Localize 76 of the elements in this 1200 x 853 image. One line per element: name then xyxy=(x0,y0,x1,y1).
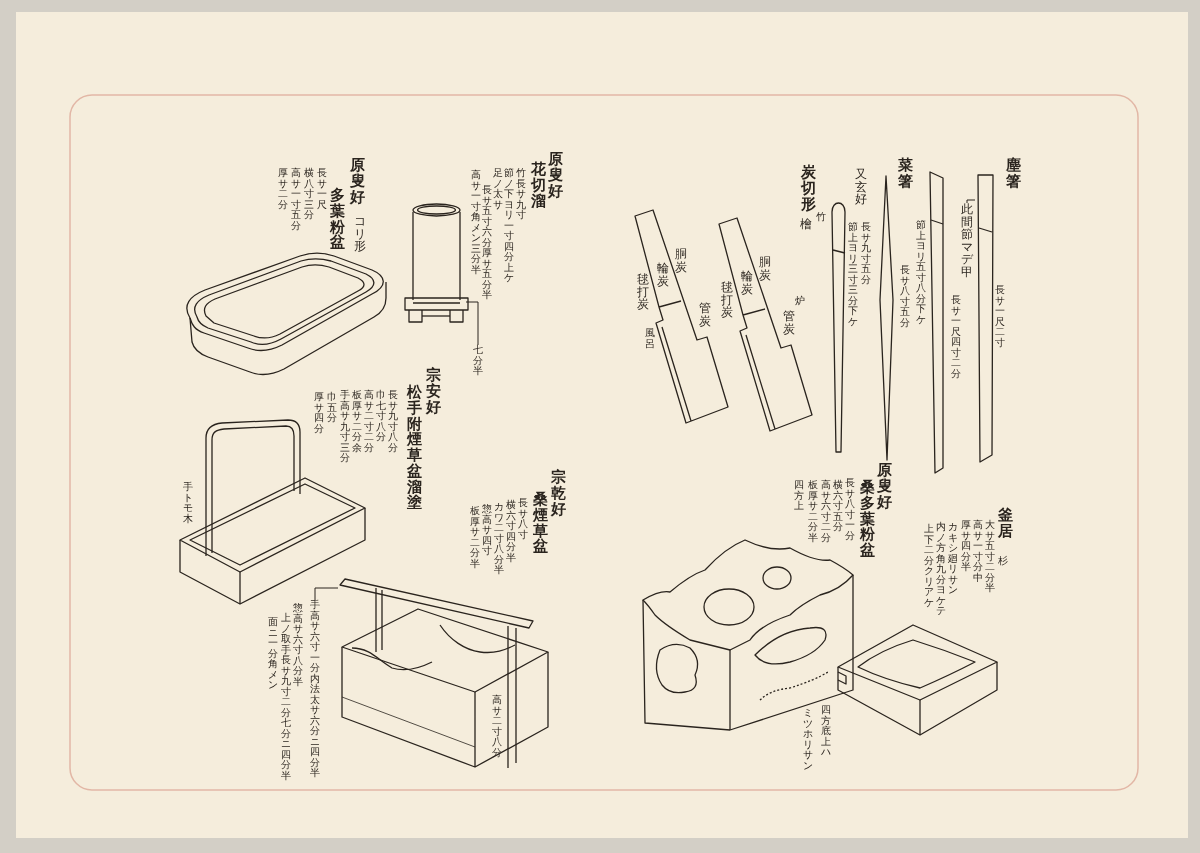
maker-name: 原叟好 xyxy=(876,463,892,511)
dimension-note: 厚サ四分半 xyxy=(961,520,971,573)
part-label: 輪炭 xyxy=(741,270,753,296)
dimension-note: 長サ九寸五分 xyxy=(861,222,871,285)
item-title: 花切溜 xyxy=(530,162,546,210)
dimension-note: 節上ヨリ五寸八分下ケ xyxy=(916,220,926,325)
dimension-note: 高サ六寸二分 xyxy=(821,480,831,543)
maker-name: 宗安好 xyxy=(425,368,441,416)
maker-name: 宗乾好 xyxy=(550,470,566,518)
dimension-note: 長サ一尺 xyxy=(317,168,327,210)
dimension-note: 面ニ一分角メン xyxy=(268,617,278,691)
maker-name: 原叟好 xyxy=(547,152,563,200)
item-title: 菜箸 xyxy=(897,158,913,190)
material-note: 杉 xyxy=(998,556,1008,567)
item-title: 釜居 xyxy=(997,508,1013,540)
construction-note: 四方底上ハ xyxy=(821,705,831,758)
dimension-note: カキシ廻リサン xyxy=(948,522,958,596)
dimension-note: 七分半 xyxy=(473,345,483,377)
material-note: 檜 xyxy=(800,218,812,231)
dimension-note: 高サ一寸分中 xyxy=(973,520,983,583)
leader-line xyxy=(465,301,479,346)
dimension-note: 内ノ方角九分ヨケテ xyxy=(936,522,946,617)
dimension-note: 惣高サ四寸 xyxy=(482,504,492,557)
dimension-note: 四方上 xyxy=(794,480,804,512)
dimension-note: 竹長サ九寸 xyxy=(516,168,526,221)
material-note: 竹 xyxy=(816,212,826,223)
maker-name: 又玄好 xyxy=(855,168,867,206)
part-label: 毬打炭 xyxy=(721,281,733,319)
dimension-note: 板厚サ二分半 xyxy=(808,480,818,543)
maker-name: 原叟好 xyxy=(349,158,365,206)
dimension-note: 手高サ九寸三分 xyxy=(340,390,350,464)
part-label: 輪炭 xyxy=(657,262,669,288)
part-label: 毬打炭 xyxy=(637,273,649,311)
part-label: 管炭 xyxy=(783,310,795,336)
item-title: 塵箸 xyxy=(1005,158,1021,190)
dimension-note: 節ノ下ヨリ一寸四分上ケ xyxy=(504,168,514,284)
dimension-note: 厚サ二分 xyxy=(278,168,288,210)
part-label: 管炭 xyxy=(699,302,711,328)
dimension-note: 厚サ四分 xyxy=(314,392,324,434)
part-label: 炉 xyxy=(795,296,805,307)
dimension-note: 板厚サ二分余 xyxy=(352,390,362,453)
dimension-note: 長サ八寸五分 xyxy=(900,265,910,328)
part-label: 風呂 xyxy=(645,328,655,349)
dimension-note: 高サ二寸二分 xyxy=(364,390,374,453)
dimension-note: 巾七寸八分 xyxy=(376,390,386,443)
item-title: 松手附煙草盆溜塗 xyxy=(406,385,422,511)
item-title: 炭切形 xyxy=(800,165,816,213)
dimension-note: 長サ八寸 xyxy=(518,498,528,540)
dimension-note: 横六寸五分 xyxy=(833,480,843,533)
dimension-note: 長サ五寸六分厚サ五分半 xyxy=(482,185,492,301)
dimension-note: 板厚サ二分半 xyxy=(470,506,480,569)
dimension-note: 横八寸三分 xyxy=(304,168,314,221)
shape-note: コリ形 xyxy=(354,215,366,253)
material-note: 手トモ木 xyxy=(183,482,193,524)
dimension-note: 長サ九寸八分 xyxy=(388,390,398,453)
dimension-note: 高サ一寸角メン三分半 xyxy=(471,170,481,275)
part-label: 胴炭 xyxy=(675,248,687,274)
dimension-note: 足ノ太サ xyxy=(493,168,503,210)
dimension-note: 高サ二寸八分 xyxy=(492,695,502,758)
part-label: 胴炭 xyxy=(759,256,771,282)
dimension-note: 惣高サ六寸八分半 xyxy=(293,603,303,687)
dimension-note: 上ノ取手長サ九寸二分七分ニ四分半 xyxy=(281,613,291,781)
dimension-note: 横六寸四分半 xyxy=(506,500,516,563)
dimension-note: 手高サ六寸一分内法太サ六分ニ四分半 xyxy=(310,600,320,779)
dimension-note: 節上ヨリ三寸三分下ケ xyxy=(848,222,858,327)
leader-line xyxy=(314,587,339,601)
dimension-note: 上下二分クリアケ xyxy=(924,524,934,608)
construction-note: ミツホリサン xyxy=(803,708,813,771)
dimension-note: 大サ五寸二分半 xyxy=(985,520,995,594)
item-title: 桑多葉粉盆 xyxy=(859,480,875,559)
chopstick-drawing xyxy=(975,172,997,464)
dimension-note: 長サ八寸一分 xyxy=(845,478,855,541)
dimension-note: 高サ一寸五分 xyxy=(291,168,301,231)
leader-line xyxy=(966,199,976,204)
dimension-note: 此間節マデ甲 xyxy=(961,203,973,279)
dimension-note: 巾五分 xyxy=(327,392,337,424)
